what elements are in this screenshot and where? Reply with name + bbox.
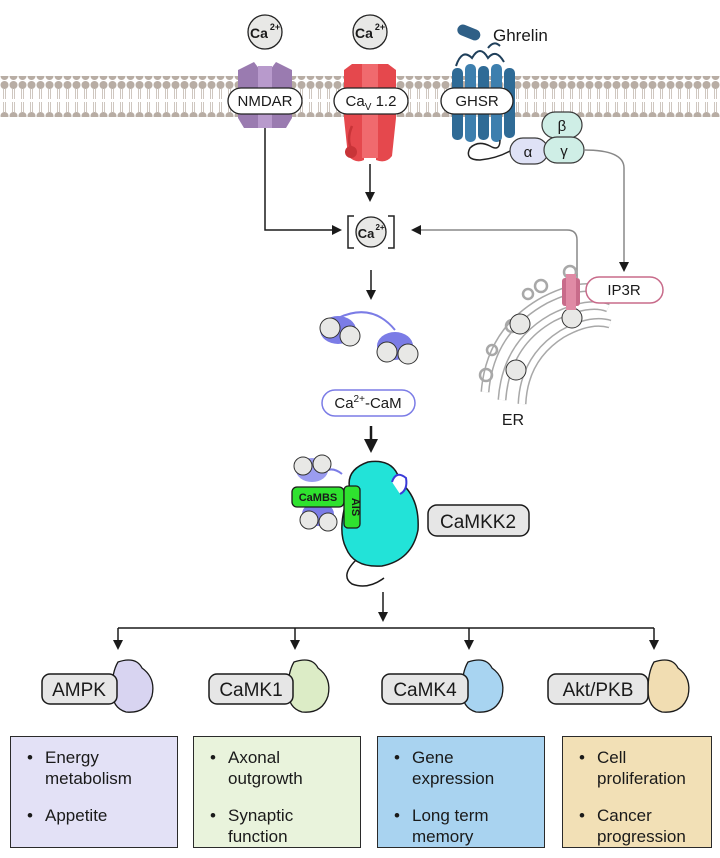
nmdar-label: NMDAR: [238, 93, 293, 110]
er-label: ER: [502, 412, 524, 429]
aktpkb-kinase-icon: [647, 659, 690, 713]
ion-label: Ca: [358, 226, 375, 241]
camk4-label: CaMK4: [393, 680, 457, 701]
nmdar-label-pill: [227, 87, 303, 115]
camk1-label: CaMK1: [219, 680, 282, 701]
camk1-kinase-icon: [287, 659, 330, 713]
ion-charge: 2+: [375, 22, 385, 32]
ghsr-c-terminal-tail: [467, 139, 516, 161]
cambs-label: CaMBS: [299, 492, 338, 504]
ampk-label: AMPK: [52, 680, 106, 701]
camk1-label-box: [208, 673, 294, 705]
ghrelin-label: Ghrelin: [493, 26, 548, 45]
calcium-ion-icon: Ca 2+: [247, 14, 283, 50]
camkk2-label-box: [427, 504, 530, 537]
ca-cam-label: Ca2+-CaM: [334, 394, 401, 412]
g-gamma-label: γ: [560, 143, 568, 160]
ampk-label-box: [41, 673, 118, 705]
aktpkb-label: Akt/PKB: [563, 680, 634, 701]
ghrelin-ligand-icon: [457, 24, 481, 41]
ghsr-label-pill: [440, 87, 514, 115]
ip3r-to-calcium-arrow: [411, 225, 578, 278]
ais-label: AIS: [349, 498, 361, 516]
ion-label: Ca: [355, 25, 373, 41]
gprotein-to-ip3r-arrow: [583, 149, 629, 272]
camkk2-label: CaMKK2: [440, 512, 516, 533]
calmodulin-icon: [319, 311, 419, 365]
g-protein-icon: [509, 111, 585, 165]
camkk2-kinase-icon: [291, 454, 419, 587]
ip3r-label-pill: [585, 276, 664, 304]
ca-cam-label-pill: [321, 389, 416, 417]
calcium-ion-icon: Ca 2+: [352, 14, 388, 50]
ampk-kinase-icon: [111, 659, 154, 713]
ion-charge: 2+: [375, 223, 384, 232]
ghsr-label: GHSR: [455, 93, 499, 110]
cav12-label: CaV 1.2: [346, 93, 397, 113]
g-beta-label: β: [558, 118, 567, 135]
g-alpha-label: α: [524, 144, 533, 161]
cytosolic-calcium-icon: Ca 2+: [347, 215, 395, 249]
ion-charge: 2+: [270, 22, 280, 32]
camk4-label-box: [381, 673, 469, 705]
aktpkb-label-box: [547, 673, 649, 705]
ion-label: Ca: [250, 25, 268, 41]
effect-item: Appetite: [25, 805, 171, 826]
nmdar-to-calcium-arrow: [264, 128, 342, 235]
ip3r-label: IP3R: [607, 282, 641, 299]
cav12-label-pill: [333, 87, 409, 115]
